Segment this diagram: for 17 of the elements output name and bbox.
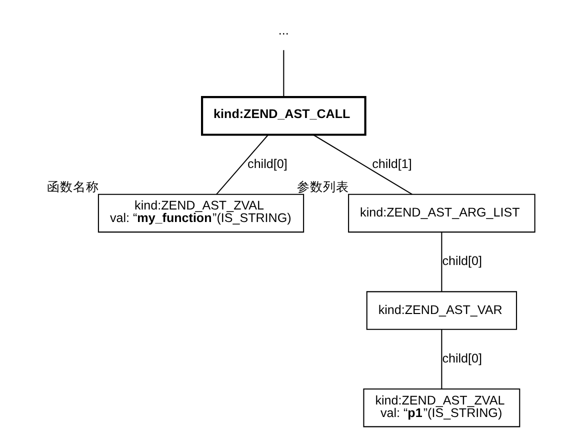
node-label: 函数名称 (46, 180, 99, 194)
node-label: 参数列表 (296, 180, 349, 194)
node-box: kind:ZEND_AST_CALL (201, 96, 366, 136)
edge-label: child[0] (442, 254, 482, 268)
connector (441, 330, 442, 389)
node-box: kind:ZEND_AST_ZVAL val: “p1”(IS_STRING) (363, 388, 520, 428)
connector (313, 134, 412, 195)
node-box: kind:ZEND_AST_ARG_LIST (348, 194, 536, 233)
connector (441, 232, 442, 292)
edge-label: child[0] (442, 351, 482, 366)
node-text: ... (278, 23, 289, 38)
node-box: kind:ZEND_AST_VAR (366, 291, 518, 330)
node-box: kind:ZEND_AST_ZVAL val: “my_function”(IS_STRING) (98, 194, 304, 233)
connector (216, 134, 269, 195)
edge-label: child[1] (372, 156, 412, 171)
edge-label: child[0] (248, 156, 288, 171)
connector (283, 50, 284, 97)
